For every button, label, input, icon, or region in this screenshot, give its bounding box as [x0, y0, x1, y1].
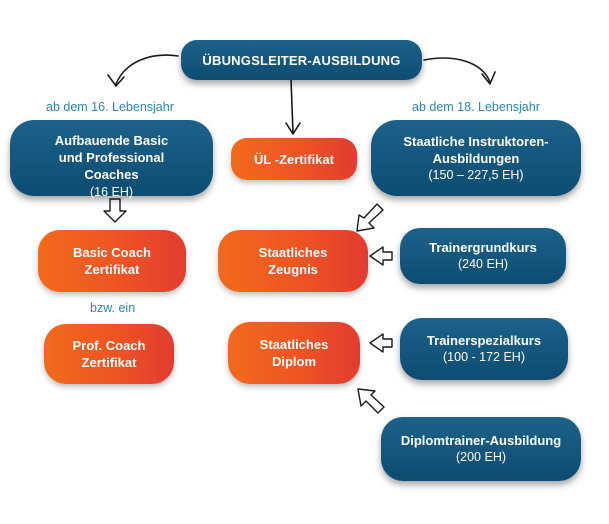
box-zeugnis-label: Staatliches Zeugnis	[258, 245, 328, 277]
box-trainerspezialkurs: Trainerspezialkurs (100 - 172 EH)	[400, 318, 568, 380]
box-prof-coach-label: Prof. Coach Zertifikat	[72, 338, 146, 370]
label-ab-16: ab dem 16. Lebensjahr	[46, 100, 174, 114]
title-box-uebungsleiter: ÜBUNGSLEITER-AUSBILDUNG	[181, 40, 422, 80]
box-diplomtrainer-title: Diplomtrainer-Ausbildung	[400, 433, 562, 448]
box-spezialkurs-sub: (100 - 172 EH)	[443, 350, 525, 364]
title-text: ÜBUNGSLEITER-AUSBILDUNG	[202, 52, 401, 68]
box-aufbauende-coaches: Aufbauende Basic und Professional Coache…	[10, 120, 213, 199]
box-staatliche-instruktoren: Staatliche Instruktoren- Ausbildungen (1…	[371, 120, 581, 196]
label-ab-18: ab dem 18. Lebensjahr	[412, 100, 540, 114]
box-instruktoren-title: Staatliche Instruktoren- Ausbildungen	[403, 133, 549, 166]
box-diplomtrainer-sub: (200 EH)	[455, 450, 507, 464]
box-grundkurs-title: Trainergrundkurs	[429, 240, 537, 255]
arrow-top-to-right	[423, 57, 491, 83]
box-ul-zertifikat-label: ÜL -Zertifikat	[254, 151, 334, 167]
label-bzw-ein: bzw. ein	[90, 301, 136, 315]
box-trainergrundkurs: Trainergrundkurs (240 EH)	[400, 228, 566, 284]
box-diplom-label: Staatliches Diplom	[259, 337, 329, 369]
box-staatliches-diplom: Staatliches Diplom	[228, 322, 360, 384]
hollow-arrow-left-1	[369, 246, 393, 266]
hollow-arrow-left-2	[369, 333, 393, 353]
hollow-arrow-diagonal-1	[356, 203, 384, 232]
box-prof-coach-zertifikat: Prof. Coach Zertifikat	[44, 324, 174, 384]
box-aufbauende-title: Aufbauende Basic und Professional Coache…	[54, 133, 169, 182]
arrow-top-to-left	[115, 54, 179, 85]
box-spezialkurs-title: Trainerspezialkurs	[426, 333, 542, 348]
hollow-arrow-down	[103, 198, 127, 223]
box-ul-zertifikat: ÜL -Zertifikat	[231, 138, 357, 180]
box-instruktoren-sub: (150 – 227,5 EH)	[428, 167, 524, 182]
box-aufbauende-sub: (16 EH)	[89, 185, 134, 199]
arrow-top-to-ul	[290, 78, 294, 134]
box-diplomtrainer-ausbildung: Diplomtrainer-Ausbildung (200 EH)	[381, 417, 581, 481]
box-staatliches-zeugnis: Staatliches Zeugnis	[218, 230, 368, 292]
box-basic-coach-label: Basic Coach Zertifikat	[72, 245, 152, 277]
box-grundkurs-sub: (240 EH)	[457, 257, 509, 271]
box-basic-coach-zertifikat: Basic Coach Zertifikat	[38, 230, 186, 292]
hollow-arrow-diagonal-2	[357, 388, 385, 414]
